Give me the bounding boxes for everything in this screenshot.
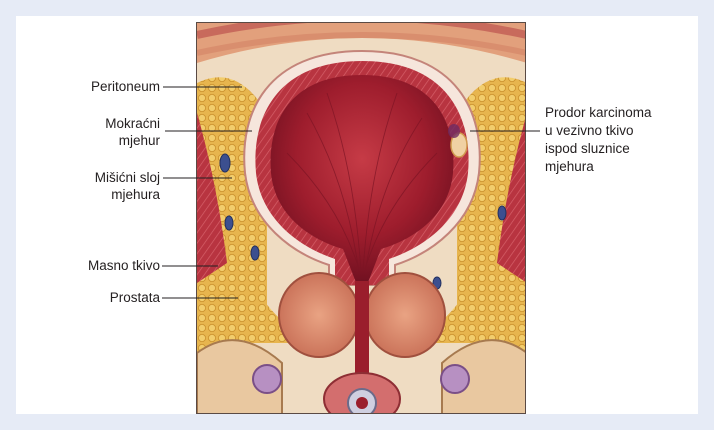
label-bladder-line1: Mokraćni [60, 115, 160, 132]
urethra [355, 281, 369, 383]
label-invasion-line2: u vezivno tkivo [545, 122, 634, 139]
label-muscle-line1: Mišićni sloj [60, 169, 160, 186]
label-invasion-line4: mjehura [545, 158, 594, 175]
label-invasion-line3: ispod sluznice [545, 140, 630, 157]
prostate-right-lobe [365, 273, 445, 357]
bladder-cross-section-svg [197, 23, 526, 414]
label-muscle-line2: mjehura [60, 186, 160, 203]
blood-vessel [220, 154, 230, 172]
prostate-left-lobe [279, 273, 359, 357]
diagram-panel [16, 16, 698, 414]
label-prostate: Prostata [40, 289, 160, 306]
bladder-anatomy-illustration [196, 22, 526, 414]
label-fat: Masno tkivo [40, 257, 160, 274]
label-peritoneum: Peritoneum [60, 78, 160, 95]
label-bladder-line2: mjehur [60, 132, 160, 149]
label-invasion-line1: Prodor karcinoma [545, 104, 652, 121]
